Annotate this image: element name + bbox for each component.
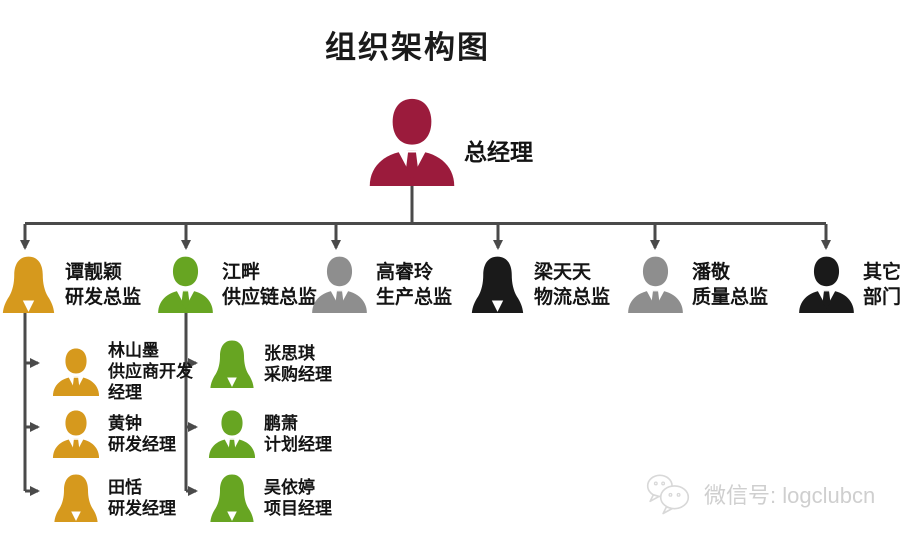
person-role: 研发经理 — [108, 435, 176, 454]
female-avatar-icon — [54, 474, 98, 522]
person-name: 高睿玲 — [376, 261, 434, 283]
person-role: 项目经理 — [264, 499, 332, 518]
person-label: 谭靓颖 研发总监 — [65, 260, 177, 310]
person-name: 潘敬 — [692, 261, 731, 283]
org-node-supply-chain-director: 江畔 供应链总监 — [157, 256, 334, 313]
person-name: 鹏萧 — [264, 414, 298, 433]
male-avatar-icon — [208, 410, 256, 458]
person-name: 其它部门 — [863, 261, 900, 308]
person-label: 吴依婷 项目经理 — [264, 477, 356, 519]
person-name: 江畔 — [222, 261, 261, 283]
person-label: 黄钟 研发经理 — [108, 413, 200, 455]
person-role: 总经理 — [464, 139, 533, 165]
page-title: 组织架构图 — [325, 30, 490, 65]
female-avatar-icon — [471, 256, 524, 313]
male-avatar-icon — [52, 347, 100, 396]
org-node-other-departments: 其它部门 — [798, 256, 900, 313]
person-role: 采购经理 — [264, 365, 332, 384]
watermark: 微信号: logclubcn — [642, 470, 875, 518]
person-label: 潘敬 质量总监 — [692, 260, 804, 310]
person-role: 质量总监 — [692, 286, 769, 308]
person-label: 高睿玲 生产总监 — [376, 260, 488, 310]
org-node-rd-manager-2: 田恬 研发经理 — [52, 474, 200, 522]
org-node-procurement-manager: 张思琪 采购经理 — [208, 340, 356, 388]
org-node-production-director: 高睿玲 生产总监 — [311, 256, 488, 313]
female-avatar-icon — [210, 474, 254, 522]
person-label: 梁天天 物流总监 — [534, 260, 646, 310]
person-role: 供应链总监 — [222, 286, 318, 308]
org-node-planning-manager: 鹏萧 计划经理 — [208, 410, 356, 458]
person-role: 研发经理 — [108, 499, 176, 518]
person-label: 张思琪 采购经理 — [264, 343, 356, 385]
female-avatar-icon — [210, 340, 254, 388]
org-node-quality-director: 潘敬 质量总监 — [627, 256, 804, 313]
male-avatar-icon — [799, 256, 854, 313]
person-role: 生产总监 — [376, 286, 453, 308]
org-node-project-manager: 吴依婷 项目经理 — [208, 474, 356, 522]
org-node-rd-director: 谭靓颖 研发总监 — [0, 256, 177, 313]
wechat-icon — [646, 474, 690, 515]
person-role: 计划经理 — [264, 435, 332, 454]
person-name: 吴依婷 — [264, 478, 315, 497]
male-avatar-icon — [628, 256, 683, 313]
org-node-logistics-director: 梁天天 物流总监 — [469, 256, 646, 313]
male-avatar-icon — [52, 410, 100, 458]
person-label: 田恬 研发经理 — [108, 477, 200, 519]
person-name: 黄钟 — [108, 414, 142, 433]
person-label: 林山墨 供应商开发经理 — [108, 340, 200, 403]
person-label: 江畔 供应链总监 — [222, 260, 334, 310]
person-name: 谭靓颖 — [65, 261, 123, 283]
person-label: 鹏萧 计划经理 — [264, 413, 356, 455]
person-role: 物流总监 — [534, 286, 611, 308]
male-avatar-icon — [369, 98, 455, 186]
person-role: 供应商开发经理 — [108, 362, 193, 402]
person-name: 田恬 — [108, 478, 142, 497]
watermark-text: 微信号: logclubcn — [704, 483, 876, 508]
person-name: 张思琪 — [264, 344, 315, 363]
person-role: 研发总监 — [65, 286, 142, 308]
female-avatar-icon — [2, 256, 55, 313]
male-avatar-icon — [312, 256, 367, 313]
person-label: 其它部门 — [863, 260, 900, 310]
male-avatar-icon — [158, 256, 213, 313]
org-node-general-manager: 总经理 — [368, 92, 533, 186]
org-node-rd-manager-1: 黄钟 研发经理 — [52, 410, 200, 458]
org-node-supplier-dev-manager: 林山墨 供应商开发经理 — [52, 340, 200, 403]
person-name: 梁天天 — [534, 261, 592, 283]
person-name: 林山墨 — [108, 341, 159, 360]
